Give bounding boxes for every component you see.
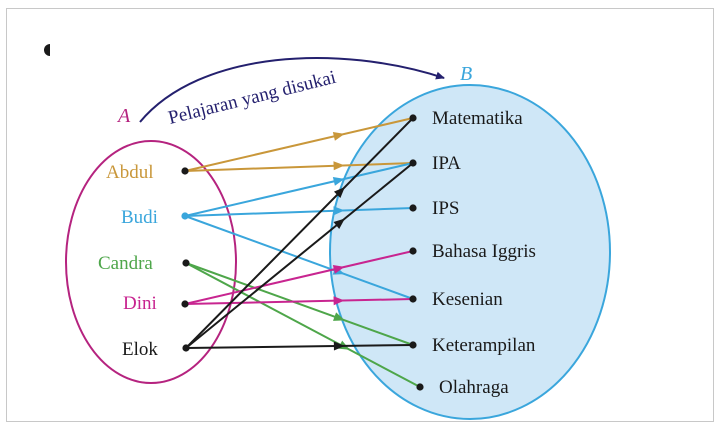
point-ips: [409, 204, 417, 212]
set-b-members: Matematika IPA IPS Bahasa Iggris Kesenia…: [432, 108, 536, 398]
member-keterampilan-label: Keterampilan: [432, 335, 536, 356]
arrowhead-elok-ipa: [333, 218, 345, 229]
point-budi: [181, 212, 189, 220]
arrow-elok-matematika: [185, 117, 414, 349]
caption-arrow: [139, 57, 445, 123]
point-matematika: [409, 114, 417, 122]
set-b-name: B: [460, 63, 472, 85]
figure-frame: [6, 8, 714, 422]
arrowhead-candra-keterampilan: [333, 312, 345, 321]
arrow-budi-ipa: [184, 162, 414, 217]
arrowhead-abdul-ipa: [333, 161, 345, 171]
point-keterampilan: [409, 341, 417, 349]
arrowhead-budi-ips: [333, 206, 345, 216]
arrowhead-dini-kesenian: [333, 296, 345, 306]
member-points: [181, 114, 424, 391]
set-a-members: Abdul Budi Candra Dini Elok: [98, 162, 158, 360]
member-ips-label: IPS: [432, 198, 459, 219]
corner-mark: [44, 44, 50, 56]
arrow-abdul-matematika: [184, 117, 414, 172]
point-dini: [181, 300, 189, 308]
member-budi-label: Budi: [121, 207, 158, 228]
member-kesenian-label: Kesenian: [432, 289, 503, 310]
arrow-abdul-ipa: [184, 162, 414, 172]
arrowhead-elok-matematika: [333, 187, 345, 198]
set-b-ellipse: [329, 84, 611, 420]
point-olahraga: [416, 383, 424, 391]
member-bahasa-iggris-label: Bahasa Iggris: [432, 241, 536, 262]
arrowhead-elok-keterampilan: [333, 341, 345, 351]
caption-label: Pelajaran yang disukai: [166, 67, 338, 129]
arrowhead-abdul-matematika: [332, 132, 345, 141]
point-candra: [182, 259, 190, 267]
set-a-ellipse: [65, 140, 237, 384]
member-olahraga-label: Olahraga: [439, 377, 509, 398]
arrow-dini-bahasa-iggris: [184, 250, 414, 305]
arrow-elok-keterampilan: [185, 344, 414, 349]
member-matematika-label: Matematika: [432, 108, 523, 129]
arrowhead-dini-bahasa-iggris: [332, 265, 345, 274]
point-elok: [182, 344, 190, 352]
arrow-dini-kesenian: [184, 298, 414, 305]
member-candra-label: Candra: [98, 253, 153, 274]
relation-arrows: [184, 117, 421, 388]
arrow-budi-ips: [184, 207, 414, 217]
arrow-candra-keterampilan: [185, 262, 414, 346]
arrow-budi-kesenian: [184, 215, 414, 300]
set-a-name: A: [116, 105, 131, 127]
member-dini-label: Dini: [123, 293, 157, 314]
arrow-elok-ipa: [185, 162, 414, 349]
point-bahasa-iggris: [409, 247, 417, 255]
arrowhead-budi-ipa: [332, 177, 345, 186]
point-kesenian: [409, 295, 417, 303]
member-abdul-label: Abdul: [106, 162, 154, 183]
arrow-candra-olahraga: [185, 262, 421, 388]
member-elok-label: Elok: [122, 339, 158, 360]
member-ipa-label: IPA: [432, 153, 461, 174]
point-ipa: [409, 159, 417, 167]
point-abdul: [181, 167, 189, 175]
